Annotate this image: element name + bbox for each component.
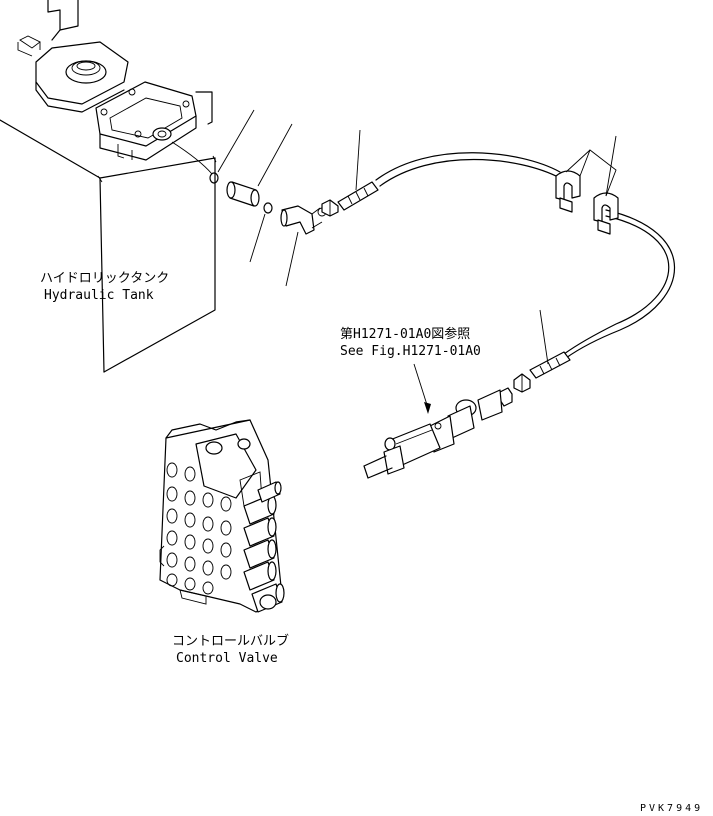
clamp-2 bbox=[593, 135, 619, 235]
valve-label-jp: コントロールバルブ bbox=[172, 633, 289, 649]
hose-assembly bbox=[321, 129, 676, 359]
valve-label-en: Control Valve bbox=[176, 651, 278, 666]
tank-label-en: Hydraulic Tank bbox=[44, 288, 154, 303]
hose-lower-end bbox=[513, 309, 571, 393]
drawing-code: PVK7949 bbox=[640, 803, 703, 814]
control-valve-left-ports bbox=[166, 462, 232, 595]
reference-label-en: See Fig.H1271-01A0 bbox=[340, 344, 481, 359]
clamp-1 bbox=[555, 149, 591, 213]
hydraulic-tank: ハイドロリックタンク Hydraulic Tank bbox=[0, 0, 217, 373]
clamp-leader bbox=[579, 149, 617, 197]
tank-top-assembly bbox=[17, 0, 213, 175]
control-valve bbox=[159, 419, 285, 613]
valve-sub-assembly bbox=[363, 387, 513, 479]
tank-label-jp: ハイドロリックタンク bbox=[40, 271, 169, 286]
adapter bbox=[226, 123, 293, 207]
control-valve-spool-caps bbox=[243, 481, 285, 613]
o-ring-2 bbox=[249, 202, 273, 263]
reference-label-jp: 第H1271-01A0図参照 bbox=[340, 326, 470, 342]
elbow bbox=[280, 205, 327, 287]
o-ring-1 bbox=[209, 109, 255, 184]
reference-note: 第H1271-01A0図参照 See Fig.H1271-01A0 bbox=[340, 326, 481, 414]
